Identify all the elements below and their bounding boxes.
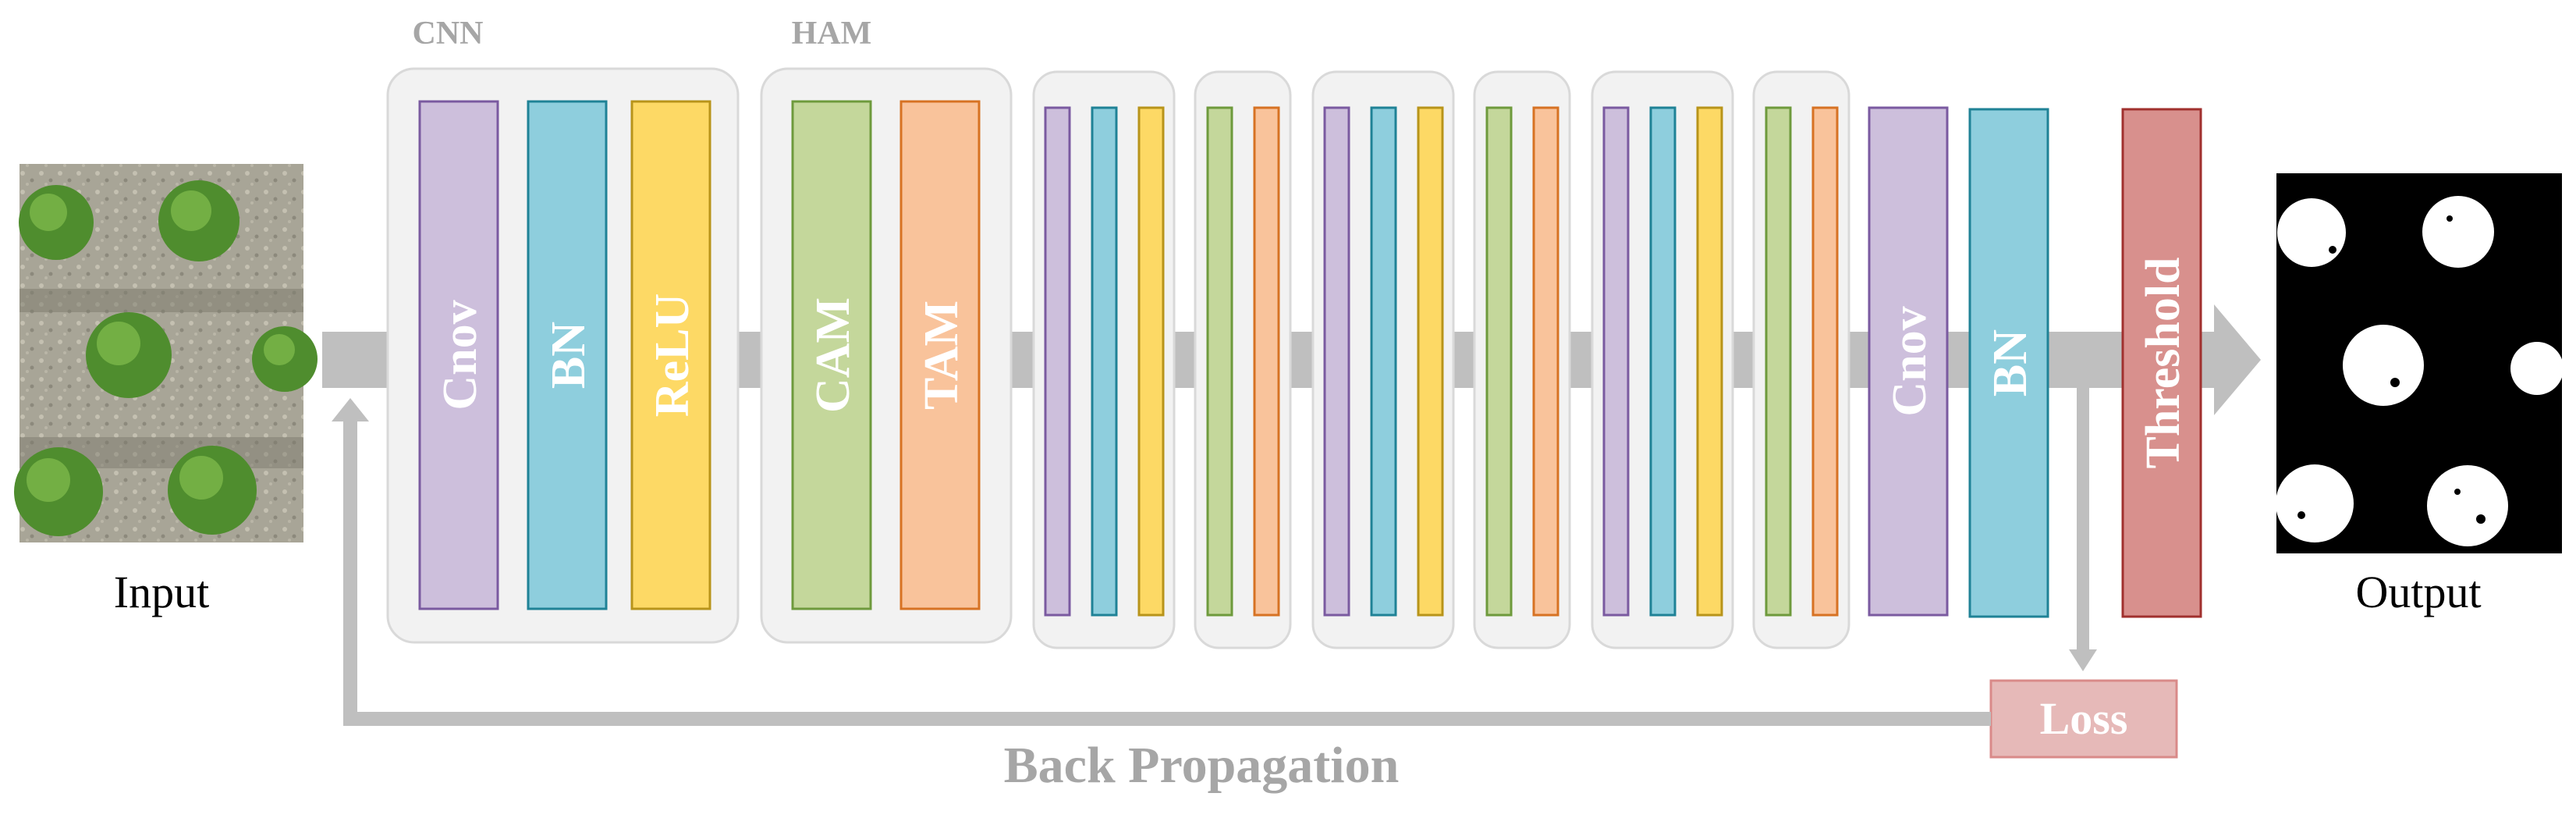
cnn-conv-block: Cnov: [418, 100, 499, 610]
input-image: [14, 164, 318, 542]
cnn-bn-label: BN: [542, 322, 595, 389]
threshold-label: Threshold: [2137, 257, 2190, 468]
cnn-relu-label: ReLU: [646, 293, 699, 417]
final-bn-label: BN: [1984, 329, 2037, 397]
final-conv-label: Cnov: [1883, 306, 1936, 416]
cnn-bn-block: BN: [527, 100, 608, 610]
ham-tam-block: TAM: [899, 100, 981, 610]
ham-tam-label: TAM: [915, 301, 968, 410]
cnn-block-4: [1591, 70, 1734, 649]
loss-box: Loss: [1989, 679, 2178, 759]
cnn-conv-label: Cnov: [434, 300, 487, 410]
output-image: [2276, 173, 2564, 553]
cnn-group-label: CNN: [413, 16, 484, 52]
back-propagation-arrow: [332, 398, 1991, 726]
ham-block-3: [1473, 70, 1571, 649]
ham-cam-label: CAM: [807, 297, 860, 413]
threshold-block: Threshold: [2121, 108, 2202, 618]
loss-label: Loss: [2040, 693, 2128, 744]
loss-arrow: [2069, 388, 2097, 671]
ham-block-4: [1752, 70, 1850, 649]
final-bn-block: BN: [1968, 108, 2049, 618]
cnn-block-3: [1311, 70, 1455, 649]
cnn-block-2: [1032, 70, 1176, 649]
ham-block-2: [1194, 70, 1292, 649]
back-propagation-label: Back Propagation: [1004, 737, 1400, 794]
final-conv-block: Cnov: [1868, 106, 1949, 617]
output-label: Output: [2355, 567, 2481, 617]
input-label: Input: [114, 567, 209, 617]
ham-cam-block: CAM: [791, 100, 872, 610]
ham-group-label: HAM: [792, 16, 872, 52]
cnn-relu-block: ReLU: [630, 100, 711, 610]
